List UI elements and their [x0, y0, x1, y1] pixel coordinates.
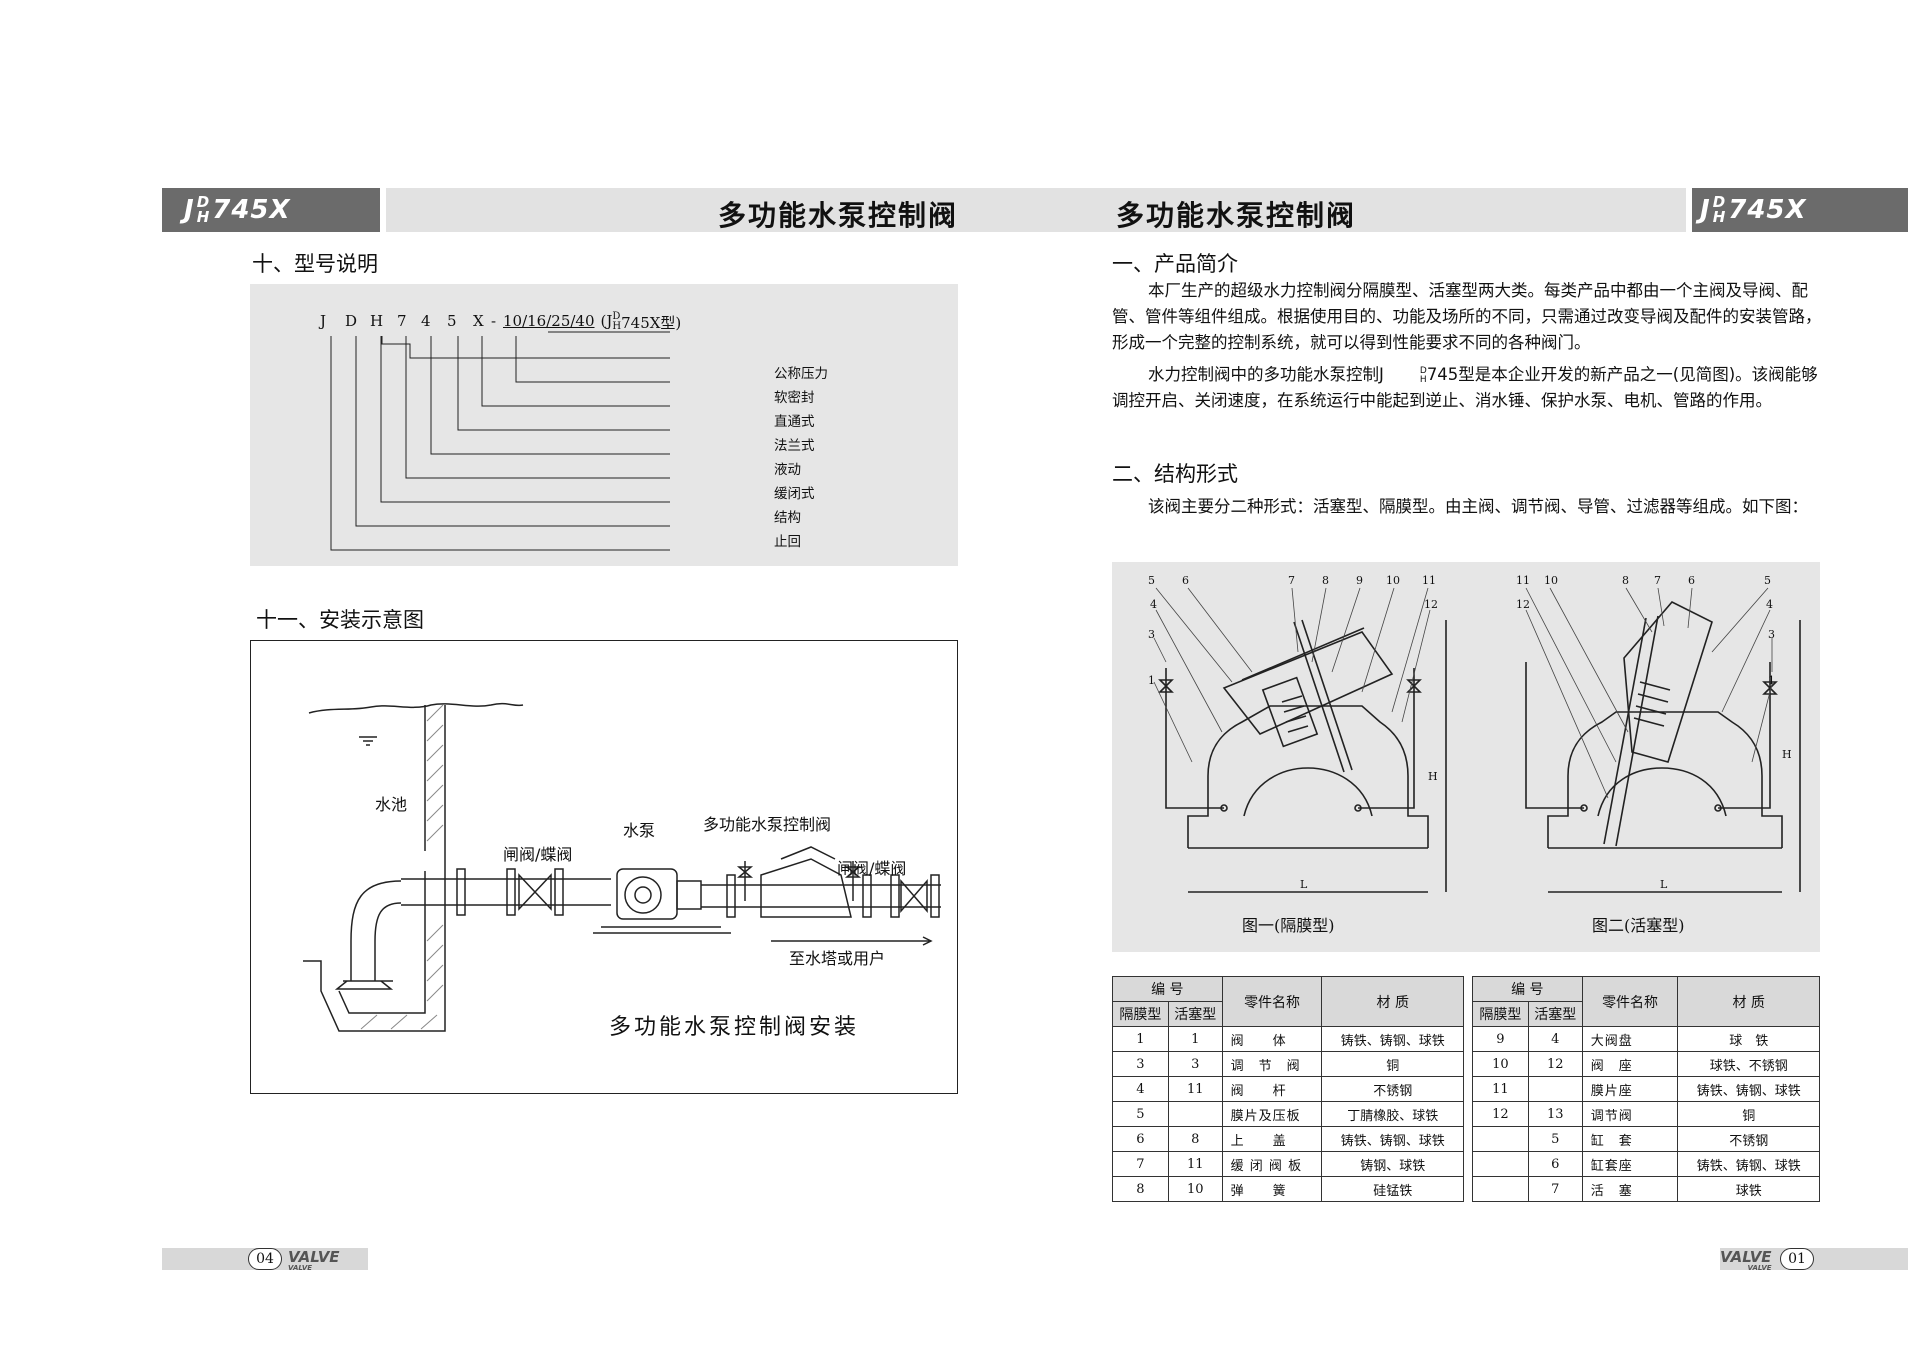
fig1-callout: 7: [1288, 574, 1295, 587]
fig1-caption: 图一(隔膜型): [1242, 916, 1335, 935]
left-page-title: 多功能水泵控制阀: [718, 199, 959, 232]
install-diagram: 水池 闸阀/蝶阀 水泵 多功能水泵控制阀 闸阀/蝶阀 至水塔或用户 多功能水泵控…: [250, 640, 958, 1094]
th-name: 零件名称: [1581, 976, 1679, 1027]
fig2-callout: 10: [1544, 574, 1558, 587]
header-bar: [386, 188, 1686, 232]
fig2-callout: 1: [1768, 674, 1775, 687]
fig1-callout: 9: [1356, 574, 1363, 587]
install-drawing: [303, 702, 941, 1032]
fig1-callout: 4: [1150, 598, 1157, 611]
structure-section-title: 二、结构形式: [1112, 462, 1238, 486]
fig1-callout: 3: [1148, 628, 1155, 641]
intro-paragraph-1: 本厂生产的超级水力控制阀分隔膜型、活塞型两大类。每类产品中都由一个主阀及导阀、配…: [1112, 281, 1822, 352]
legend-item: 法兰式: [774, 438, 815, 454]
install-section-title: 十一、安装示意图: [256, 608, 424, 632]
th-diaphragm: 隔膜型: [1472, 1001, 1529, 1027]
structure-paragraph: 该阀主要分二种形式：活塞型、隔膜型。由主阀、调节阀、导管、过滤器等组成。如下图：: [1148, 497, 1808, 516]
th-diaphragm: 隔膜型: [1112, 1001, 1169, 1027]
intro-section-title: 一、产品简介: [1112, 252, 1238, 276]
legend-item: 结构: [774, 510, 801, 526]
footer-bar-right: [1720, 1248, 1908, 1270]
legend-item: 软密封: [774, 390, 815, 406]
th-number: 编 号: [1112, 976, 1223, 1002]
legend-item: 止回: [774, 534, 801, 550]
page-number-right: 01: [1780, 1248, 1814, 1270]
fig1-dim-l: L: [1300, 878, 1308, 891]
th-number: 编 号: [1472, 976, 1583, 1002]
fig1-callout: 5: [1148, 574, 1155, 587]
fig1-callout: 11: [1422, 574, 1436, 587]
structure-figures: 5 6 7 8 9 10 11 4 12 3 1 11 10 8 7 6 5 1…: [1112, 562, 1820, 952]
gate-valve-left-label: 闸阀/蝶阀: [503, 845, 573, 864]
legend-item: 液动: [774, 462, 801, 478]
fig1-callout: 6: [1182, 574, 1189, 587]
fig1-callout: 12: [1424, 598, 1438, 611]
fig2-callout: 7: [1654, 574, 1661, 587]
fig2-callout: 11: [1516, 574, 1530, 587]
right-page-title: 多功能水泵控制阀: [1116, 199, 1357, 232]
th-material: 材 质: [1677, 976, 1820, 1027]
valve-drawings: [1153, 587, 1801, 893]
gate-valve-right-label: 闸阀/蝶阀: [837, 859, 907, 878]
fig2-dim-h: H: [1782, 748, 1792, 761]
fig1-dim-h: H: [1428, 770, 1438, 783]
page-number-left: 04: [248, 1248, 282, 1270]
fig2-callout: 3: [1768, 628, 1775, 641]
fig2-callout: 6: [1688, 574, 1695, 587]
fig1-callout: 1: [1148, 674, 1155, 687]
fig2-callout: 4: [1766, 598, 1773, 611]
fig1-callout: 10: [1386, 574, 1400, 587]
legend-item: 公称压力: [774, 366, 828, 382]
fig2-dim-l: L: [1660, 878, 1668, 891]
fig2-callout: 12: [1516, 598, 1530, 611]
legend-item: 缓闭式: [774, 486, 815, 502]
th-material: 材 质: [1321, 976, 1464, 1027]
model-section-title: 十、型号说明: [252, 252, 378, 276]
fig2-caption: 图二(活塞型): [1592, 916, 1685, 935]
control-valve-label: 多功能水泵控制阀: [703, 815, 832, 834]
pool-label: 水池: [375, 795, 408, 814]
th-piston: 活塞型: [1167, 1001, 1223, 1027]
pump-label: 水泵: [623, 821, 656, 840]
destination-label: 至水塔或用户: [789, 949, 886, 968]
install-caption: 多功能水泵控制阀安装: [609, 1015, 860, 1040]
th-piston: 活塞型: [1527, 1001, 1583, 1027]
model-code-lines: [330, 331, 670, 551]
fig1-callout: 8: [1322, 574, 1329, 587]
fig2-callout: 5: [1764, 574, 1771, 587]
fig2-callout: 8: [1622, 574, 1629, 587]
legend-item: 直通式: [774, 414, 815, 430]
th-name: 零件名称: [1221, 976, 1323, 1027]
